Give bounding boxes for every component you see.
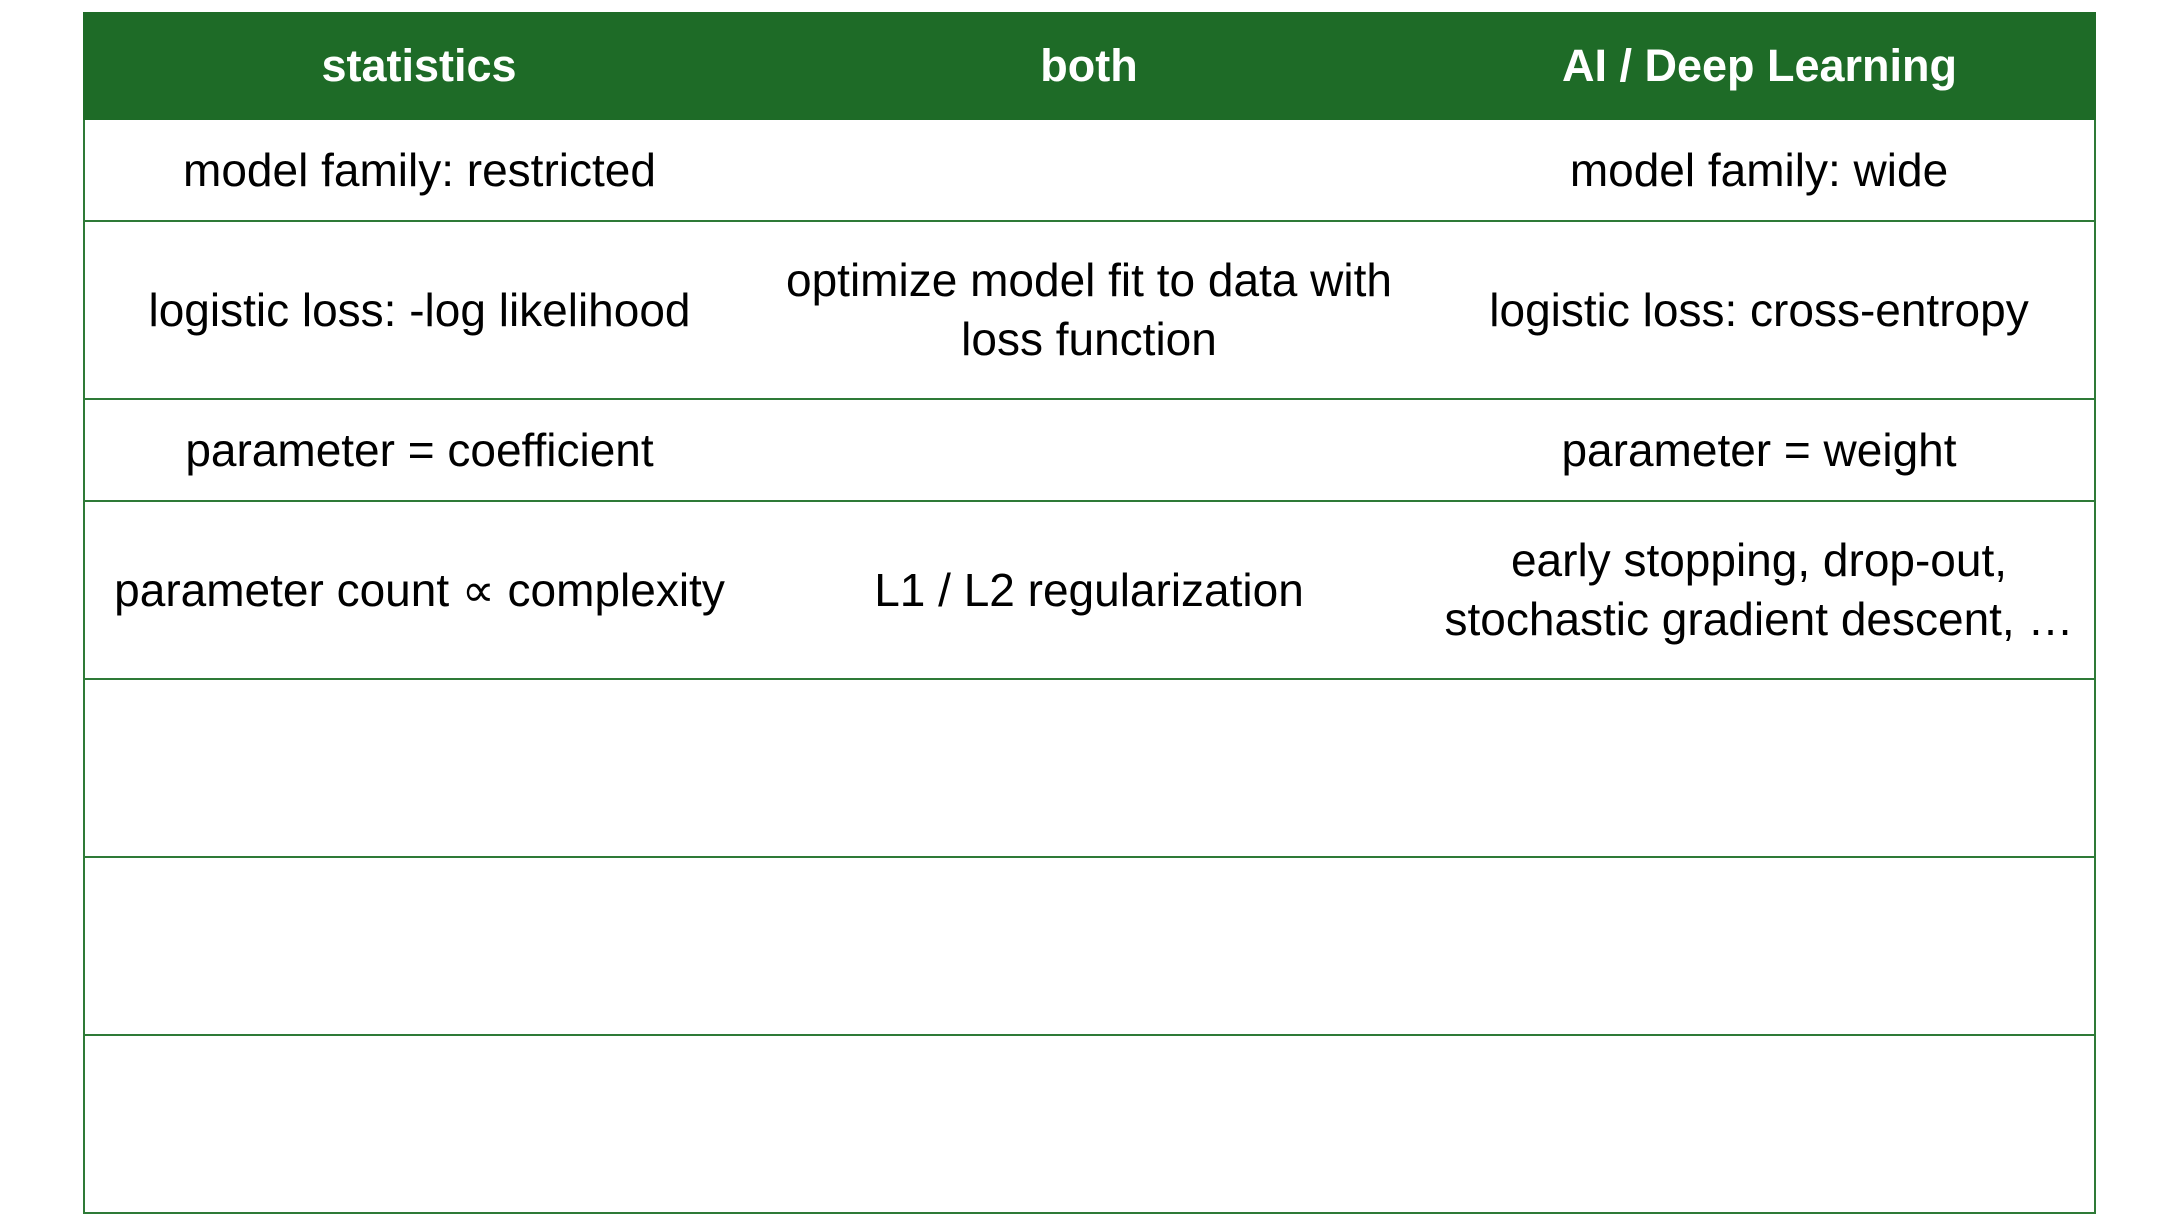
- table-cell: [754, 398, 1424, 502]
- table-cell: [754, 678, 1424, 858]
- header-statistics: statistics: [83, 12, 755, 120]
- table-cell: parameter count ∝ complexity: [83, 500, 754, 680]
- table-cell: [1424, 678, 2096, 858]
- table-cell: [83, 678, 754, 858]
- comparison-table: statistics both AI / Deep Learning model…: [83, 12, 2096, 1214]
- table-row: [83, 1034, 2096, 1214]
- header-ai-deep-learning: AI / Deep Learning: [1423, 12, 2096, 120]
- table-cell: logistic loss: cross-entropy: [1424, 220, 2096, 400]
- table-cell: [1424, 856, 2096, 1036]
- table-cell: parameter = coefficient: [83, 398, 754, 502]
- table-row: parameter = coefficient parameter = weig…: [83, 398, 2096, 502]
- table-row: model family: restricted model family: w…: [83, 118, 2096, 222]
- table-row: [83, 678, 2096, 858]
- table-cell: L1 / L2 regularization: [754, 500, 1424, 680]
- table-cell: [754, 1034, 1424, 1214]
- table-cell: model family: wide: [1424, 118, 2096, 222]
- table-cell: [1424, 1034, 2096, 1214]
- table-row: [83, 856, 2096, 1036]
- table-cell: optimize model fit to data with loss fun…: [754, 220, 1424, 400]
- table-cell: parameter = weight: [1424, 398, 2096, 502]
- table-cell: [83, 856, 754, 1036]
- table-row: logistic loss: -log likelihood optimize …: [83, 220, 2096, 400]
- header-both: both: [753, 12, 1425, 120]
- table-cell: [754, 118, 1424, 222]
- table-row: parameter count ∝ complexity L1 / L2 reg…: [83, 500, 2096, 680]
- table-cell: [754, 856, 1424, 1036]
- table-header-row: statistics both AI / Deep Learning: [83, 12, 2096, 120]
- table-cell: model family: restricted: [83, 118, 754, 222]
- table-cell: early stopping, drop-out, stochastic gra…: [1424, 500, 2096, 680]
- table-cell: [83, 1034, 754, 1214]
- table-cell: logistic loss: -log likelihood: [83, 220, 754, 400]
